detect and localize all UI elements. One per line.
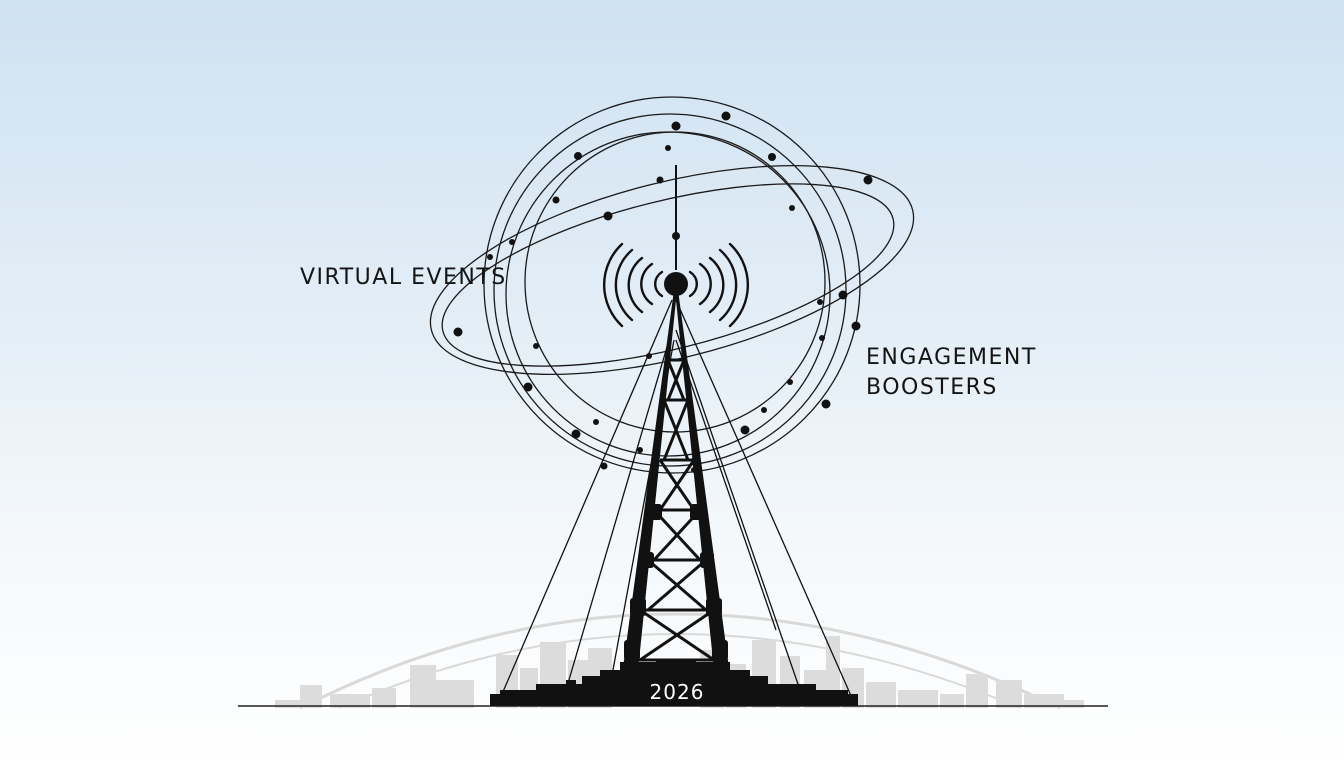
- engagement-boosters-line2: BOOSTERS: [866, 375, 998, 400]
- broadcast-waves-icon: [603, 242, 749, 328]
- engagement-boosters-label: ENGAGEMENT BOOSTERS: [866, 343, 1037, 403]
- tower-base: [490, 660, 858, 706]
- orbit-rings-icon: [429, 96, 915, 474]
- year-label: 2026: [649, 680, 705, 704]
- orbit-dots: [453, 111, 873, 473]
- engagement-boosters-line1: ENGAGEMENT: [866, 345, 1037, 370]
- virtual-events-label: VIRTUAL EVENTS: [300, 265, 507, 290]
